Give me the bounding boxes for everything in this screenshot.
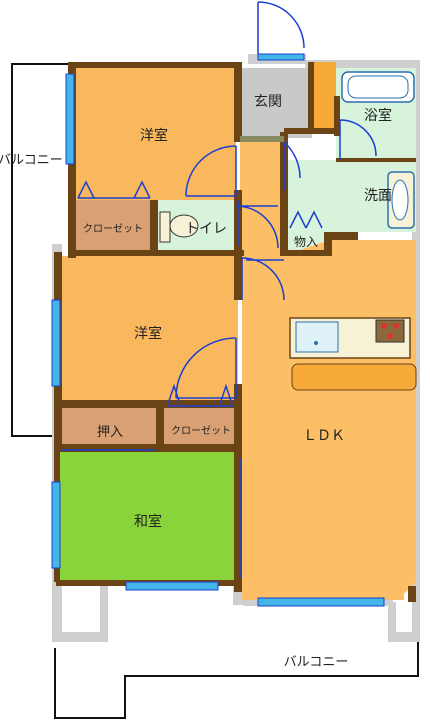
closet-upper [74,200,152,252]
window-japanese-south [125,581,219,591]
fixtures [159,71,417,391]
windows [51,53,385,607]
hallway-upper [240,140,282,256]
door-washroom [283,141,301,190]
bathtub-icon [341,71,415,103]
label-bathroom: 浴室 [364,107,392,124]
label-balcony-south: バルコニー [284,655,349,670]
door-toilet [235,205,279,249]
washbasin-icon [387,171,415,229]
label-western-middle: 洋室 [134,325,162,342]
label-western-upper: 洋室 [140,127,168,144]
window-japanese-west [51,481,61,569]
window-upper-west [65,73,75,165]
kitchen-sink-icon [295,321,339,353]
western-room-middle [60,256,238,404]
door-middle-western [175,337,237,399]
ldk-room [242,240,416,600]
label-oshiire: 押入 [97,425,123,440]
western-room-upper [74,68,236,200]
entrance-step [240,136,284,142]
label-washroom: 洗面 [364,188,392,204]
label-toilet: トイレ [185,221,227,237]
door-upper-western [185,145,237,197]
window-ldk-south [257,597,385,607]
door-hall-ldk [241,257,285,301]
japanese-room [60,452,238,582]
kitchen-counter [289,317,411,359]
window-entrance-top [257,53,305,61]
label-balcony-west: バルコニー [0,153,63,168]
window-middle-west [51,299,61,387]
door-entrance [257,1,305,54]
door-bathroom [339,119,377,160]
balcony-west [11,63,70,437]
label-closet-middle: クローゼット [171,425,231,437]
label-ldk: ＬＤＫ [303,428,345,444]
label-closet-upper: クローゼット [83,223,143,235]
closet-bifold-doors [77,180,323,405]
room-labels: 洋室 洋室 和室 ＬＤＫ 玄関 浴室 洗面 トイレ クローゼット クローゼット … [0,93,392,670]
toilet-icon [159,211,199,243]
label-japanese: 和室 [134,513,162,530]
kitchen-back-counter [291,363,417,391]
label-storage: 物入 [294,235,318,249]
label-entrance: 玄関 [254,93,282,110]
balcony-south [54,640,419,719]
door-lines [62,146,241,578]
entrance-room [240,68,312,138]
doors [175,1,377,399]
